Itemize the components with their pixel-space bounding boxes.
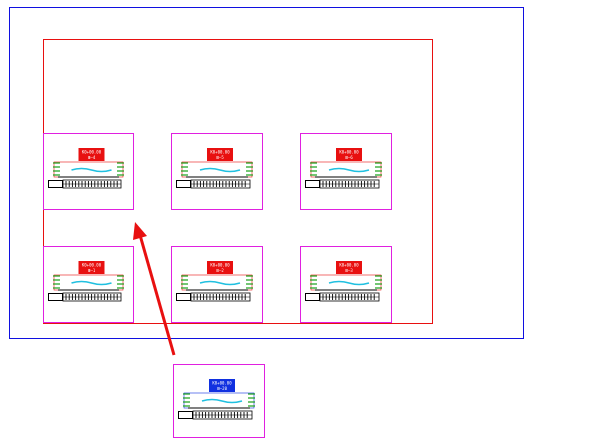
section-tag — [78, 148, 105, 161]
section-tag-line1: K0+00.00 — [339, 150, 359, 155]
section-tag-line2: Ⅲ—5 — [216, 155, 224, 160]
section-tag — [207, 261, 233, 274]
section-tag-line2: Ⅲ—1 — [88, 268, 96, 273]
section-tag — [78, 261, 105, 274]
section-tag-line1: K0+00.00 — [210, 150, 230, 155]
water-line — [71, 280, 112, 286]
table-legend-inner — [177, 294, 190, 300]
arrow-head — [133, 222, 147, 240]
outer-drawing-frame — [9, 7, 524, 339]
water-line — [328, 280, 370, 286]
table-legend-inner — [177, 181, 190, 187]
section-tag — [209, 379, 235, 392]
table-legend-inner — [306, 181, 319, 187]
section-tag — [207, 148, 233, 161]
section-tag-line2: Ⅲ—3 — [345, 268, 353, 273]
table-legend-inner — [49, 181, 62, 187]
section-tag-line1: K0+00.00 — [82, 263, 102, 268]
water-line — [201, 398, 243, 404]
section-tag-line2: Ⅲ—2 — [216, 268, 224, 273]
section-tag-line1: K0+00.00 — [339, 263, 359, 268]
section-tag-line1: K0+00.00 — [212, 381, 232, 386]
table-legend-inner — [179, 412, 192, 418]
section-tag-line1: K0+00.00 — [210, 263, 230, 268]
water-line — [328, 167, 370, 173]
table-legend-inner — [49, 294, 62, 300]
section-tag-line2: Ⅲ—20 — [217, 386, 228, 391]
water-line — [199, 167, 241, 173]
section-tag-line2: Ⅲ—4 — [88, 155, 96, 160]
arrow-shaft — [138, 234, 176, 356]
water-line — [199, 280, 241, 286]
section-tag-line2: Ⅲ—6 — [345, 155, 353, 160]
section-tag — [336, 261, 362, 274]
section-tag — [336, 148, 362, 161]
section-tag-line1: K0+00.00 — [82, 150, 102, 155]
table-legend-inner — [306, 294, 319, 300]
water-line — [71, 167, 112, 173]
